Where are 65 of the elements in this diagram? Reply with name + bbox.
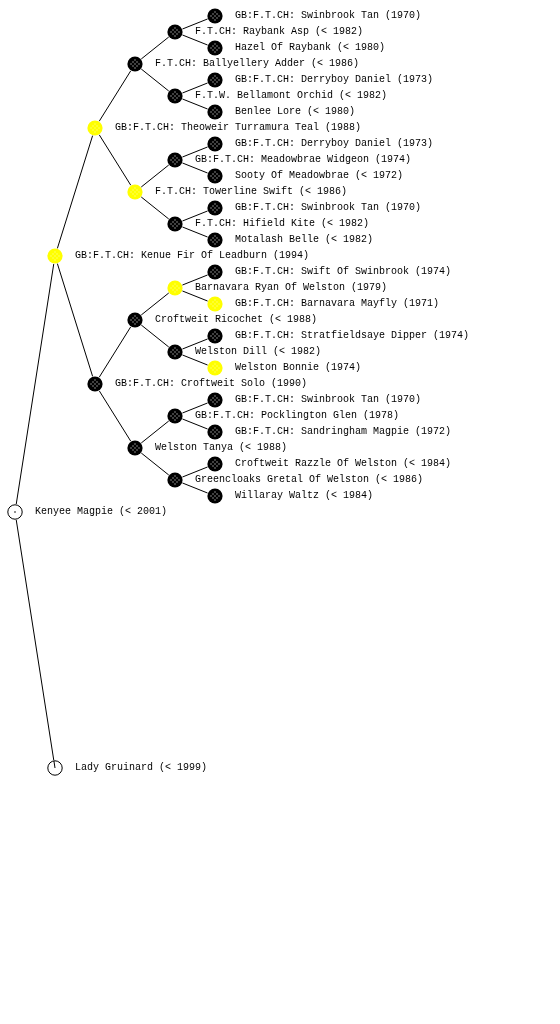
dog-name-label: F.T.W. Bellamont Orchid (< 1982)	[195, 90, 388, 102]
dog-name-label: GB:F.T.CH: Croftweit Solo (1990)	[115, 378, 308, 390]
pedigree-line	[140, 36, 170, 60]
pedigree-line	[181, 18, 209, 30]
pedigree-line	[181, 98, 209, 110]
dog-name-label: Croftweit Razzle Of Welston (< 1984)	[235, 458, 452, 470]
pedigree-line	[181, 402, 209, 414]
pedigree-line	[181, 354, 209, 366]
dog-name-label: F.T.CH: Towerline Swift (< 1986)	[155, 186, 348, 198]
pedigree-line	[181, 338, 209, 350]
dog-name-label: Welston Dill (< 1982)	[195, 346, 322, 358]
dog-name-label: GB:F.T.CH: Stratfieldsaye Dipper (1974)	[235, 330, 470, 342]
dog-name-label: Greencloaks Gretal Of Welston (< 1986)	[195, 474, 424, 486]
pedigree-line	[181, 34, 209, 46]
pedigree-line	[181, 226, 209, 238]
pedigree-line	[98, 70, 132, 122]
dog-name-label: Willaray Waltz (< 1984)	[235, 490, 374, 502]
pedigree-line	[181, 290, 209, 302]
pedigree-line	[140, 420, 170, 444]
dog-name-label: GB:F.T.CH: Swinbrook Tan (1970)	[235, 394, 422, 406]
dog-name-label: GB:F.T.CH: Derryboy Daniel (1973)	[235, 74, 434, 86]
pedigree-line	[140, 292, 170, 316]
dog-name-label: F.T.CH: Raybank Asp (< 1982)	[195, 26, 364, 38]
dog-name-label: Hazel Of Raybank (< 1980)	[235, 42, 386, 54]
pedigree-line	[140, 164, 170, 188]
dog-name-label: Sooty Of Meadowbrae (< 1972)	[235, 170, 404, 182]
dog-name-label: GB:F.T.CH: Barnavara Mayfly (1971)	[235, 298, 440, 310]
dog-name-label: Croftweit Ricochet (< 1988)	[155, 314, 318, 326]
dog-name-label: F.T.CH: Ballyellery Adder (< 1986)	[155, 58, 360, 70]
dog-name-label: GB:F.T.CH: Pocklington Glen (1978)	[195, 410, 400, 422]
dog-name-label: F.T.CH: Hifield Kite (< 1982)	[195, 218, 370, 230]
dog-name-label: Welston Bonnie (1974)	[235, 362, 362, 374]
dog-name-label: Motalash Belle (< 1982)	[235, 234, 374, 246]
pedigree-line	[181, 210, 209, 222]
dog-name-label: GB:F.T.CH: Meadowbrae Widgeon (1974)	[195, 154, 412, 166]
dog-name-label: GB:F.T.CH: Swift Of Swinbrook (1974)	[235, 266, 452, 278]
dog-name-label: GB:F.T.CH: Kenue Fir Of Leadburn (1994)	[75, 250, 310, 262]
pedigree-line	[98, 326, 132, 378]
pedigree-line	[56, 135, 94, 249]
pedigree-line	[140, 324, 170, 348]
pedigree-line	[181, 162, 209, 174]
dog-name-label: GB:F.T.CH: Sandringham Magpie (1972)	[235, 426, 452, 438]
dog-name-label: Lady Gruinard (< 1999)	[75, 762, 208, 774]
pedigree-line	[181, 482, 209, 494]
dog-name-label: GB:F.T.CH: Theoweir Turramura Teal (1988)	[115, 122, 362, 134]
pedigree-line	[181, 418, 209, 430]
dog-name-label: GB:F.T.CH: Swinbrook Tan (1970)	[235, 10, 422, 22]
dog-name-label: GB:F.T.CH: Swinbrook Tan (1970)	[235, 202, 422, 214]
dog-name-label: GB:F.T.CH: Derryboy Daniel (1973)	[235, 138, 434, 150]
pedigree-line	[140, 196, 170, 220]
dog-name-label: Barnavara Ryan Of Welston (1979)	[195, 282, 388, 294]
dog-name-label: Benlee Lore (< 1980)	[235, 106, 356, 118]
pedigree-line	[15, 263, 55, 505]
pedigree-line	[15, 519, 55, 761]
pedigree-line	[181, 146, 209, 158]
pedigree-line	[181, 466, 209, 478]
dog-name-label: Welston Tanya (< 1988)	[155, 442, 288, 454]
pedigree-line	[140, 68, 170, 92]
pedigree-line	[181, 82, 209, 94]
pedigree-line	[56, 263, 94, 377]
pedigree-line	[98, 134, 132, 186]
pedigree-line	[98, 390, 132, 442]
dog-name-label: Kenyee Magpie (< 2001)	[35, 506, 168, 518]
pedigree-line	[140, 452, 170, 476]
pedigree-line	[181, 274, 209, 286]
